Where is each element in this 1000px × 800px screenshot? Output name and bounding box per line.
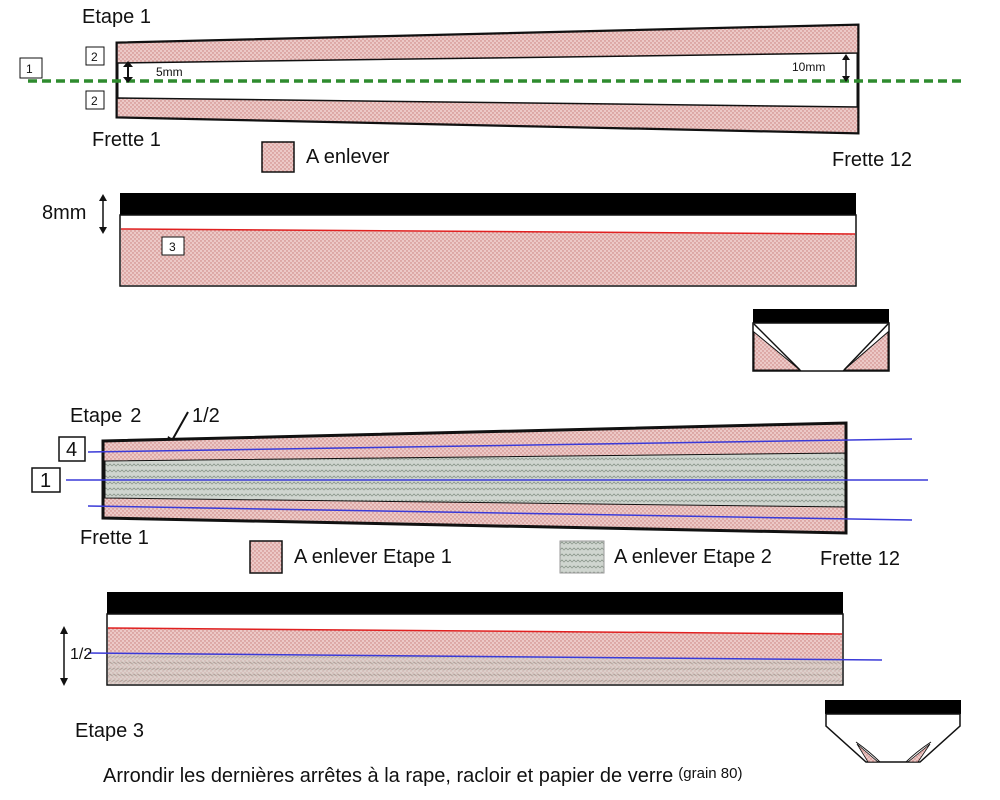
marker-box-1-stage2: 1 xyxy=(31,467,61,493)
marker-box-4-label: 4 xyxy=(66,439,77,461)
marker-box-1: 1 xyxy=(19,57,43,79)
cross-section-stage3 xyxy=(825,700,961,763)
legend-remove-label: A enlever xyxy=(306,146,390,168)
marker-box-1-stage2-label: 1 xyxy=(40,470,51,492)
dimension-arrow-5mm xyxy=(123,61,133,83)
legend-swatch-remove xyxy=(261,141,295,173)
dimension-arrow-8mm xyxy=(99,194,107,234)
stage3-title: Etape 3 xyxy=(75,720,144,742)
dimension-label-5mm: 5mm xyxy=(156,65,183,79)
stage1-left-label: Frette 1 xyxy=(92,129,161,151)
legend-step2-label: A enlever Etape 2 xyxy=(614,546,772,568)
dimension-label-half: 1/2 xyxy=(70,646,92,663)
dimension-arrow-10mm xyxy=(842,54,850,82)
stage1-right-label: Frette 12 xyxy=(832,149,912,171)
marker-box-1-label: 1 xyxy=(26,62,33,76)
marker-box-4: 4 xyxy=(58,436,86,462)
dimension-label-8mm: 8mm xyxy=(42,202,86,224)
marker-box-2-top-label: 2 xyxy=(91,50,98,64)
cross-section-stage1 xyxy=(752,309,890,372)
neck-stage1-top-view xyxy=(115,23,860,135)
stage1-title: Etape 1 xyxy=(82,6,151,28)
stage2-right-label: Frette 12 xyxy=(820,548,900,570)
legend-swatch-step1 xyxy=(249,540,283,574)
neck-stage2-side-view xyxy=(87,592,883,686)
stage3-instruction: Arrondir les dernières arrêtes à la rape… xyxy=(103,765,742,787)
marker-box-2-top: 2 xyxy=(85,46,105,66)
dimension-arrow-half xyxy=(60,626,68,686)
guide-line-lower xyxy=(87,505,913,521)
marker-box-3-label: 3 xyxy=(169,240,176,254)
stage2-left-label: Frette 1 xyxy=(80,527,149,549)
neck-stage1-side-view xyxy=(119,193,857,287)
marker-box-2-bottom: 2 xyxy=(85,90,105,110)
dimension-label-10mm: 10mm xyxy=(792,60,825,74)
legend-swatch-step2 xyxy=(559,540,605,574)
legend-step1-label: A enlever Etape 1 xyxy=(294,546,452,568)
guide-line-upper xyxy=(87,438,913,453)
marker-box-3: 3 xyxy=(161,236,185,256)
stage2-half-label: 1/2 xyxy=(192,405,220,427)
marker-box-2-bottom-label: 2 xyxy=(91,94,98,108)
